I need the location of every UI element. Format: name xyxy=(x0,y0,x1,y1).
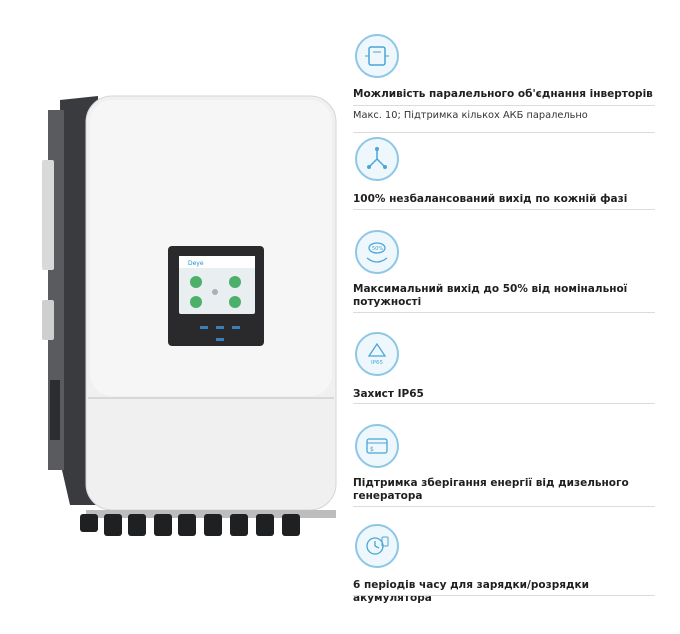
inverter-product-image: Deye xyxy=(42,95,337,536)
inverter-illustration: Deye xyxy=(42,95,337,536)
svg-text:$: $ xyxy=(370,446,374,453)
display-center-node xyxy=(212,289,218,295)
feature-divider xyxy=(353,209,655,210)
feature-title: Максимальний вихід до 50% від номінально… xyxy=(353,283,628,308)
display-button-2 xyxy=(216,326,224,329)
display-gauge-4 xyxy=(229,296,241,308)
feature-divider xyxy=(353,595,655,596)
unbalanced-output-icon xyxy=(355,137,399,181)
inverter-side-handle xyxy=(42,160,54,270)
display-button-4 xyxy=(216,338,224,341)
feature-divider xyxy=(353,105,655,106)
feature-title: Можливість паралельного об'єднання інвер… xyxy=(353,88,653,100)
display-header xyxy=(179,256,255,268)
output-50-percent-icon: 50% xyxy=(355,230,399,274)
feature-divider xyxy=(353,132,655,133)
display-button-3 xyxy=(232,326,240,329)
feature-title: 100% незбалансований вихід по кожній фаз… xyxy=(353,193,628,205)
svg-text:IP65: IP65 xyxy=(371,360,383,366)
feature-title: Підтримка зберігання енергії від дизельн… xyxy=(353,477,629,502)
feature-divider xyxy=(353,506,655,507)
display-gauge-3 xyxy=(190,296,202,308)
inverter-side-port xyxy=(50,380,60,440)
feature-subtitle: Макс. 10; Підтримка кількох АКБ паралель… xyxy=(353,110,588,121)
display-gauge-1 xyxy=(190,276,202,288)
feature-divider xyxy=(353,403,655,404)
feature-divider xyxy=(353,312,655,313)
feature-title: 6 періодів часу для зарядки/розрядки аку… xyxy=(353,579,589,604)
features-list: Можливість паралельного об'єднання інвер… xyxy=(353,0,673,630)
diesel-generator-icon: $ xyxy=(355,424,399,468)
parallel-inverters-icon xyxy=(355,34,399,78)
display-gauge-2 xyxy=(229,276,241,288)
display-button-1 xyxy=(200,326,208,329)
display-brand-text: Deye xyxy=(188,260,204,267)
ip65-protection-icon: IP65 xyxy=(355,332,399,376)
svg-text:50%: 50% xyxy=(372,246,383,252)
battery-schedule-icon xyxy=(355,524,399,568)
feature-title: Захист IP65 xyxy=(353,388,424,400)
inverter-cable-glands xyxy=(80,514,300,536)
inverter-side-vent xyxy=(42,300,54,340)
